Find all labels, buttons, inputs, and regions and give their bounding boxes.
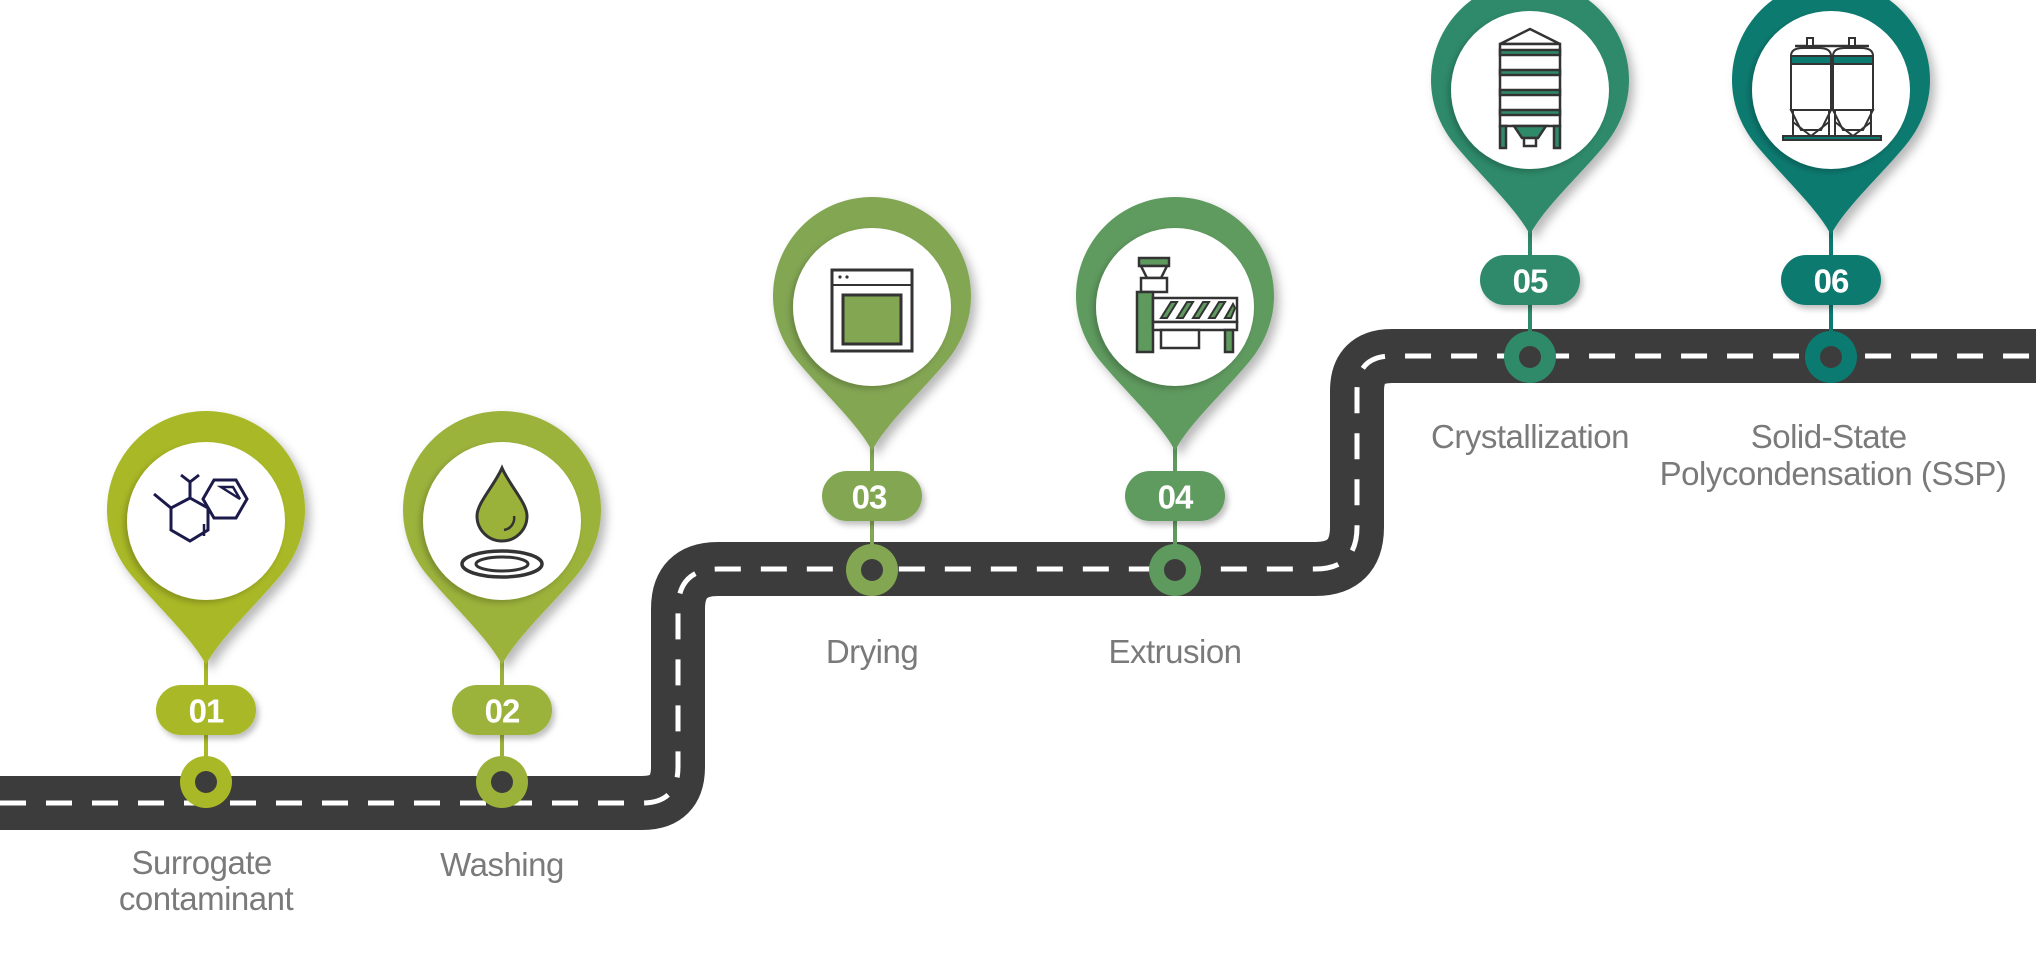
step-02: 02 Washing xyxy=(403,411,601,883)
step-04-number-badge xyxy=(1125,471,1225,521)
step-05-label: Crystallization xyxy=(1431,418,1629,455)
step-05-label-line-1: Crystallization xyxy=(1431,418,1629,455)
step-04: 04 Extrusion xyxy=(1076,197,1274,670)
step-02-road-marker-center xyxy=(491,771,513,793)
step-04-label: Extrusion xyxy=(1108,633,1241,670)
step-04-label-line-1: Extrusion xyxy=(1108,633,1241,670)
step-05: 05 Crystallization xyxy=(1431,0,1629,455)
step-04-road-marker-center xyxy=(1164,559,1186,581)
step-01-number-badge xyxy=(156,685,256,735)
step-06-label-line-1: Solid-State xyxy=(1751,418,1907,455)
step-03-number: 03 xyxy=(852,479,887,516)
step-01-road-marker-center xyxy=(195,771,217,793)
step-05-number: 05 xyxy=(1513,263,1548,300)
step-01-label-line-1: Surrogate xyxy=(131,844,271,881)
step-05-number-badge xyxy=(1480,255,1580,305)
step-06-road-marker-center xyxy=(1820,346,1842,368)
step-06: 06 Solid-State Polycondensation (SSP) xyxy=(1660,0,2007,492)
step-03: 03 Drying xyxy=(773,197,971,670)
road xyxy=(0,329,2036,830)
step-04-number: 04 xyxy=(1158,479,1194,516)
step-01: 01 Surrogate contaminant xyxy=(107,411,305,917)
step-02-label: Washing xyxy=(440,846,564,883)
step-02-label-line-1: Washing xyxy=(440,846,564,883)
extruder-machine-icon xyxy=(1135,256,1239,354)
step-06-label-line-2: Polycondensation (SSP) xyxy=(1660,455,2007,492)
step-06-number: 06 xyxy=(1814,263,1849,300)
step-06-label: Solid-State Polycondensation (SSP) xyxy=(1660,418,2007,492)
step-05-road-marker-center xyxy=(1519,346,1541,368)
road-surface xyxy=(0,329,2036,830)
step-06-number-badge xyxy=(1781,255,1881,305)
water-drop-icon xyxy=(460,464,544,579)
step-01-pin-face xyxy=(127,442,285,600)
chemical-structure-icon xyxy=(153,473,249,543)
step-03-number-badge xyxy=(822,471,922,521)
step-02-number: 02 xyxy=(485,693,520,730)
step-01-number: 01 xyxy=(189,693,224,730)
step-03-road-marker-center xyxy=(861,559,883,581)
step-03-label-line-1: Drying xyxy=(826,633,918,670)
step-02-number-badge xyxy=(452,685,552,735)
step-01-label: Surrogate contaminant xyxy=(119,844,294,917)
drying-oven-icon xyxy=(830,268,914,353)
crystallizer-silo-icon xyxy=(1498,27,1562,150)
step-01-label-line-2: contaminant xyxy=(119,880,294,917)
twin-silo-icon xyxy=(1782,37,1882,141)
road-center-dashes xyxy=(0,353,2036,806)
step-03-label: Drying xyxy=(826,633,918,670)
